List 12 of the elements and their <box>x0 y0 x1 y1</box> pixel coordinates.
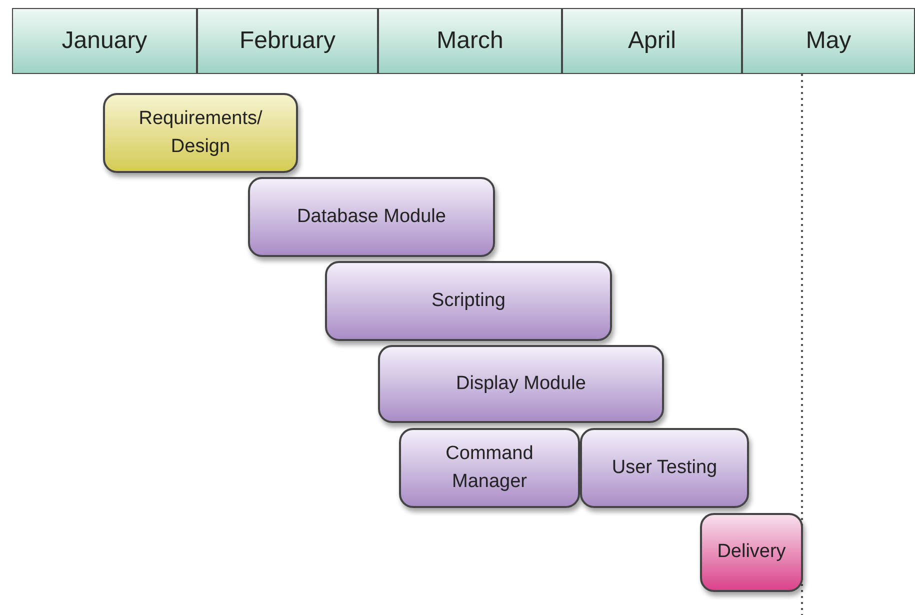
task-bar: Display Module <box>378 345 664 423</box>
month-header-cell: January <box>12 8 197 74</box>
task-bar: Database Module <box>248 177 495 257</box>
month-header-cell: March <box>378 8 562 74</box>
task-bar: Requirements/ Design <box>103 93 298 173</box>
task-bar: User Testing <box>580 428 749 508</box>
month-header-cell: April <box>562 8 742 74</box>
task-bar: Command Manager <box>399 428 580 508</box>
month-header-cell: May <box>742 8 915 74</box>
task-bar: Delivery <box>700 513 803 592</box>
month-header-cell: February <box>197 8 378 74</box>
task-bar: Scripting <box>325 261 612 341</box>
